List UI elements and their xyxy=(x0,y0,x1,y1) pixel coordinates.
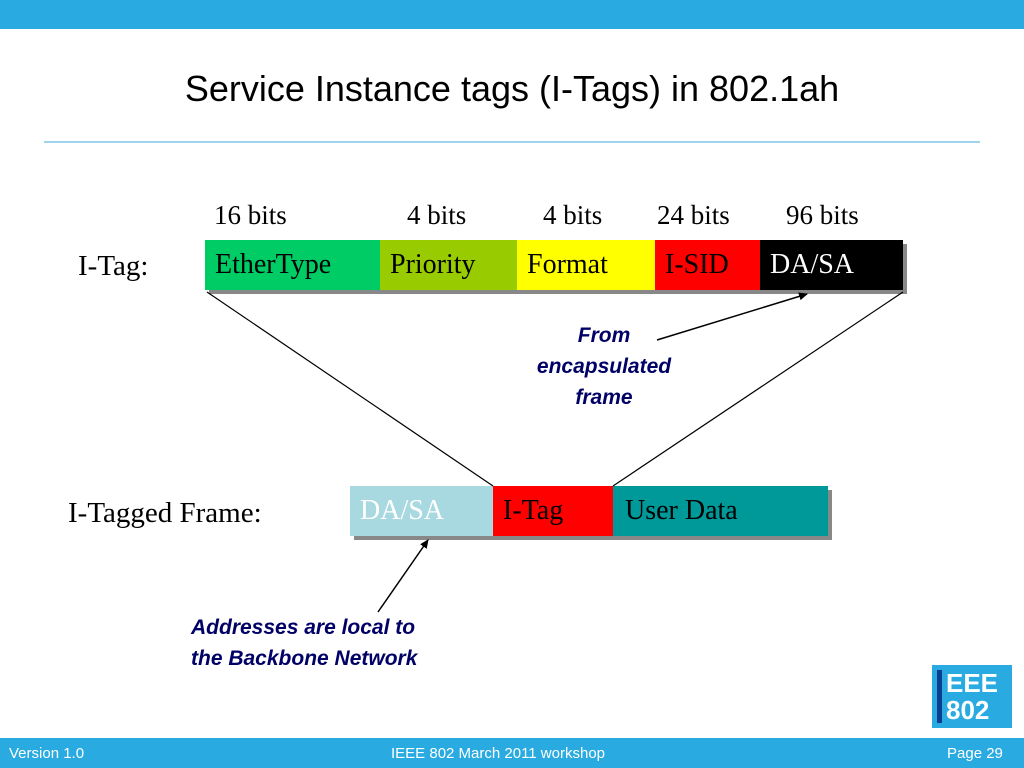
bits-label-ethertype: 16 bits xyxy=(214,200,287,230)
footer-bar: Version 1.0 IEEE 802 March 2011 workshop… xyxy=(0,738,1024,768)
annotation-line: Addresses are local to xyxy=(191,616,416,639)
logo-text-bottom: 802 xyxy=(946,695,990,725)
bits-label-dasa: 96 bits xyxy=(786,200,859,230)
logo-text-top: EEE xyxy=(946,668,999,698)
bits-label-format: 4 bits xyxy=(543,200,603,230)
frame-field-userdata: User Data xyxy=(613,486,828,536)
ieee-802-logo: EEE 802 xyxy=(932,665,1012,728)
frame-row-label: I-Tagged Frame: xyxy=(68,497,262,529)
bits-label-isid: 24 bits xyxy=(657,200,730,230)
annotation-line: From xyxy=(577,324,631,347)
expansion-line-left xyxy=(206,291,494,487)
itag-field-ethertype: EtherType xyxy=(205,240,380,290)
annotation-line: the Backbone Network xyxy=(191,647,418,670)
title-divider xyxy=(44,141,980,143)
itag-field-priority: Priority xyxy=(380,240,517,290)
logo-bar xyxy=(937,670,942,723)
frame-field-dasa: DA/SA xyxy=(350,486,493,536)
annotation-backbone-addresses: Addresses are local to the Backbone Netw… xyxy=(191,612,417,674)
slide-title: Service Instance tags (I-Tags) in 802.1a… xyxy=(184,68,840,109)
footer-page-number: Page 29 xyxy=(947,745,1003,762)
itag-row-label: I-Tag: xyxy=(78,250,149,282)
arrow-to-frame-dasa xyxy=(377,539,429,613)
footer-version: Version 1.0 xyxy=(9,745,85,762)
footer-event: IEEE 802 March 2011 workshop xyxy=(391,745,606,762)
annotation-encapsulated-frame: From encapsulated frame xyxy=(515,320,693,413)
top-accent-bar xyxy=(0,0,1024,29)
annotation-line: encapsulated xyxy=(536,355,672,378)
annotation-line: frame xyxy=(575,386,633,409)
frame-field-itag: I-Tag xyxy=(493,486,613,536)
bits-label-priority: 4 bits xyxy=(407,200,467,230)
itag-field-dasa: DA/SA xyxy=(760,240,903,290)
itag-field-format: Format xyxy=(517,240,655,290)
itag-field-isid: I-SID xyxy=(655,240,760,290)
